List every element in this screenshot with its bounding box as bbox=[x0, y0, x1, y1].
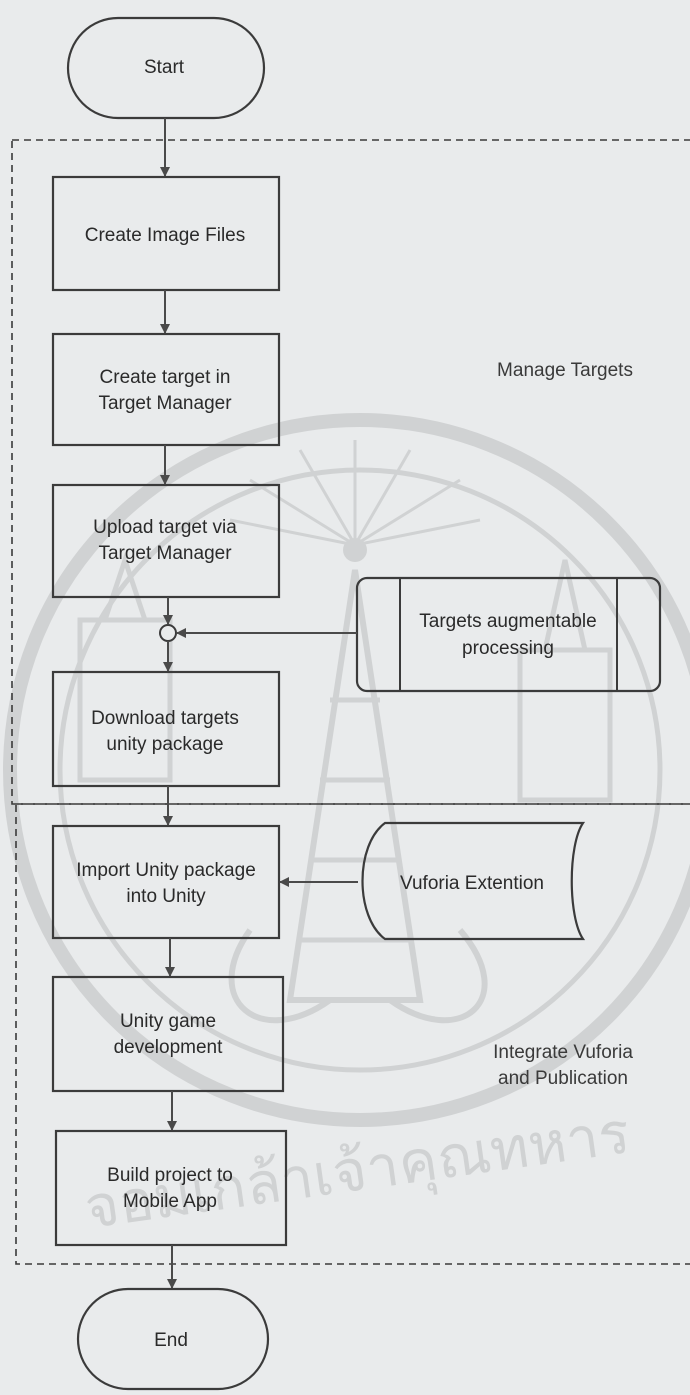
end-terminator bbox=[76, 1287, 270, 1391]
unity-development-label-1: Unity game bbox=[120, 1011, 216, 1032]
build-project-label-2: Mobile App bbox=[123, 1191, 217, 1212]
junction-circle bbox=[159, 624, 177, 642]
upload-target-box bbox=[51, 483, 281, 599]
processing-label-2: processing bbox=[462, 638, 554, 659]
unity-development-label-2: development bbox=[114, 1037, 224, 1058]
processing-box bbox=[355, 576, 662, 693]
download-targets-label-1: Download targets bbox=[91, 708, 239, 729]
upload-target-label-2: Target Manager bbox=[98, 543, 232, 564]
create-target-box bbox=[51, 332, 281, 447]
download-targets-box bbox=[51, 670, 281, 788]
import-package-box bbox=[51, 824, 281, 940]
region-integrate-vuforia bbox=[15, 803, 690, 1265]
create-target-label-1: Create target in bbox=[100, 367, 231, 388]
region-label-manage: Manage Targets bbox=[497, 360, 633, 381]
import-package-label-1: Import Unity package bbox=[76, 860, 256, 881]
import-package-label-2: into Unity bbox=[126, 886, 206, 907]
unity-development-box bbox=[51, 975, 285, 1093]
processing-label-1: Targets augmentable bbox=[419, 611, 596, 632]
build-project-label-1: Build project to bbox=[107, 1165, 233, 1186]
region-label-integrate-1: Integrate Vuforia bbox=[493, 1042, 633, 1063]
vuforia-extension-shape bbox=[361, 821, 586, 941]
region-label-integrate-2: and Publication bbox=[498, 1068, 628, 1089]
create-target-label-2: Target Manager bbox=[98, 393, 232, 414]
download-targets-label-2: unity package bbox=[106, 734, 223, 755]
upload-target-label-1: Upload target via bbox=[93, 517, 237, 538]
start-label: Start bbox=[144, 57, 185, 78]
vuforia-extension-label: Vuforia Extention bbox=[400, 873, 544, 894]
end-label: End bbox=[154, 1330, 188, 1351]
create-image-files-label: Create Image Files bbox=[85, 225, 246, 246]
